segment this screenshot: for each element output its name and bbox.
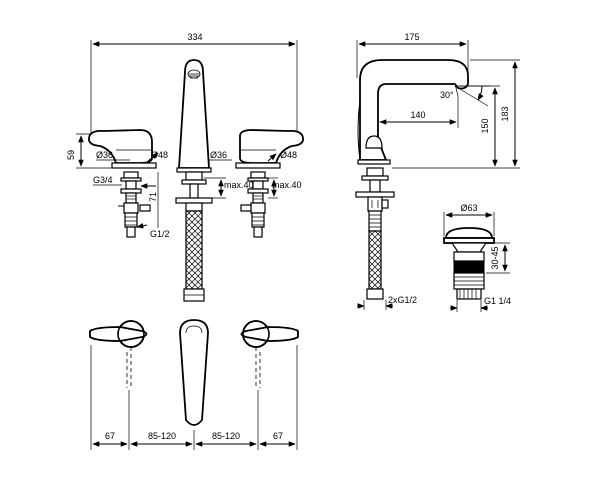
dim-left-max40: max.40	[224, 180, 254, 190]
side-view: 175 30° 140 150 183	[355, 32, 520, 310]
plan-left-handle	[89, 320, 148, 388]
dim-30deg: 30°	[440, 90, 454, 100]
plan-view: 67 85-120 85-120 67	[89, 319, 299, 450]
dim-right-flange-d48: Ø48	[280, 150, 297, 160]
dim-d63: Ø63	[460, 203, 477, 213]
side-handle	[365, 135, 383, 149]
left-handle	[88, 129, 157, 169]
right-handle	[235, 129, 304, 169]
dim-g34: G3/4	[93, 175, 113, 185]
dim-140: 140	[410, 110, 425, 120]
dim-left-g12: G1/2	[150, 229, 170, 239]
dim-334: 334	[187, 32, 202, 42]
dim-plan-85-120-left: 85-120	[148, 431, 176, 441]
waste-plug	[445, 227, 493, 239]
dim-183: 183	[500, 106, 510, 121]
side-braided-hose	[368, 230, 382, 290]
dim-left-handle-d36: Ø36	[96, 150, 113, 160]
left-valve-body	[118, 171, 151, 238]
dim-2xg12: 2xG1/2	[388, 295, 417, 305]
dim-plan-67-left: 67	[105, 431, 115, 441]
waste-view: Ø63 30-45 G1 1/4	[443, 203, 511, 312]
side-spout	[359, 59, 469, 161]
dim-g114: G1 1/4	[484, 296, 511, 306]
side-shank	[355, 167, 395, 300]
spout-shank	[175, 171, 213, 302]
right-valve-body	[240, 171, 269, 238]
dim-175: 175	[404, 32, 419, 42]
dim-plan-85-120-right: 85-120	[212, 431, 240, 441]
dim-71: 71	[148, 192, 158, 202]
dim-left-flange-d48: Ø48	[151, 150, 168, 160]
dim-150: 150	[480, 118, 490, 133]
braided-hose	[185, 210, 203, 290]
dim-59: 59	[66, 150, 76, 160]
dim-spout-d36: Ø36	[210, 150, 227, 160]
dim-right-max40: max.40	[272, 180, 302, 190]
front-view: 334 59 Ø36 Ø48 Ø36	[66, 32, 304, 302]
spout	[176, 59, 212, 173]
dim-plan-67-right: 67	[273, 431, 283, 441]
plan-right-handle	[240, 320, 299, 388]
dim-30-45: 30-45	[490, 246, 500, 269]
plan-spout	[179, 319, 209, 426]
